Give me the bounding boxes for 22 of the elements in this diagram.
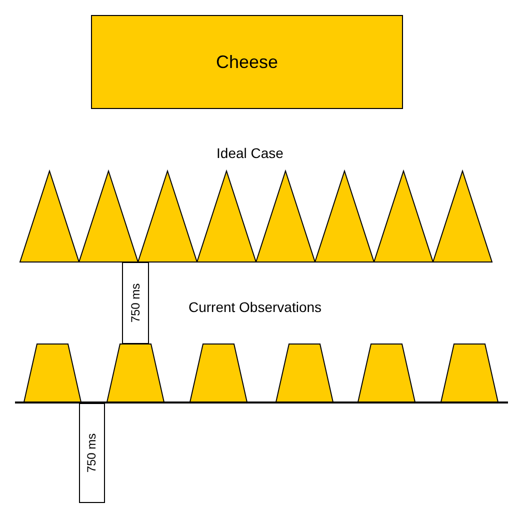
trapezoid-shape: [190, 344, 247, 402]
triangle-shape: [79, 171, 138, 262]
triangle-shape: [197, 171, 256, 262]
cheese-box: [91, 15, 403, 109]
duration-text: 750 ms: [128, 283, 142, 323]
box-title: Cheese: [216, 52, 278, 72]
triangle-shape: [256, 171, 315, 262]
trapezoid-shape: [358, 344, 415, 402]
section-heading: Ideal Case: [216, 145, 284, 161]
trapezoid-shape: [441, 344, 498, 402]
triangle-shape: [138, 171, 197, 262]
timing-box: [79, 403, 105, 503]
timing-box: [122, 262, 149, 344]
trapezoid-shape: [276, 344, 333, 402]
trapezoid-shape: [107, 344, 164, 402]
trapezoid-shape: [24, 344, 81, 402]
duration-text: 750 ms: [85, 433, 99, 473]
triangle-shape: [315, 171, 374, 262]
triangle-shape: [20, 171, 79, 262]
triangle-shape: [374, 171, 433, 262]
section-heading: Current Observations: [188, 299, 322, 315]
triangle-shape: [433, 171, 492, 262]
